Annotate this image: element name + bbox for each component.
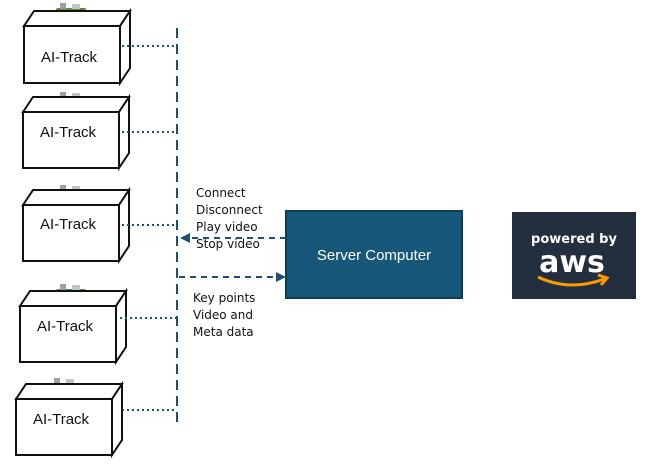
device-label: AI-Track: [33, 411, 90, 428]
command-item: Disconnect: [196, 203, 263, 217]
ai-track-device: AI-Track: [18, 284, 177, 366]
command-item: Stop video: [196, 237, 260, 251]
command-list: Connect Disconnect Play video Stop video: [196, 185, 263, 253]
device-label: AI-Track: [37, 318, 94, 335]
device-label: AI-Track: [40, 216, 97, 233]
ai-track-device: AI-Track: [21, 185, 177, 265]
server-label: Server Computer: [317, 247, 431, 264]
aws-badge-line1: powered by: [531, 232, 617, 247]
command-item: Connect: [196, 186, 246, 200]
response-item: Key points: [193, 291, 256, 305]
ai-track-device: AI-Track: [22, 3, 177, 87]
response-item: Video and: [193, 308, 254, 322]
aws-smile-icon: [537, 275, 605, 287]
command-item: Play video: [196, 220, 258, 234]
ai-track-device: AI-Track: [14, 378, 177, 459]
response-item: Meta data: [193, 325, 254, 339]
server-computer-box: Server Computer: [285, 210, 463, 299]
aws-logo: powered by aws: [512, 212, 636, 299]
aws-arrowhead-icon: [597, 273, 610, 286]
device-label: AI-Track: [40, 124, 97, 141]
device-label: AI-Track: [41, 49, 98, 66]
response-list: Key points Video and Meta data: [193, 290, 255, 341]
aws-badge-line2: aws: [539, 245, 605, 280]
ai-track-device: AI-Track: [21, 92, 177, 172]
